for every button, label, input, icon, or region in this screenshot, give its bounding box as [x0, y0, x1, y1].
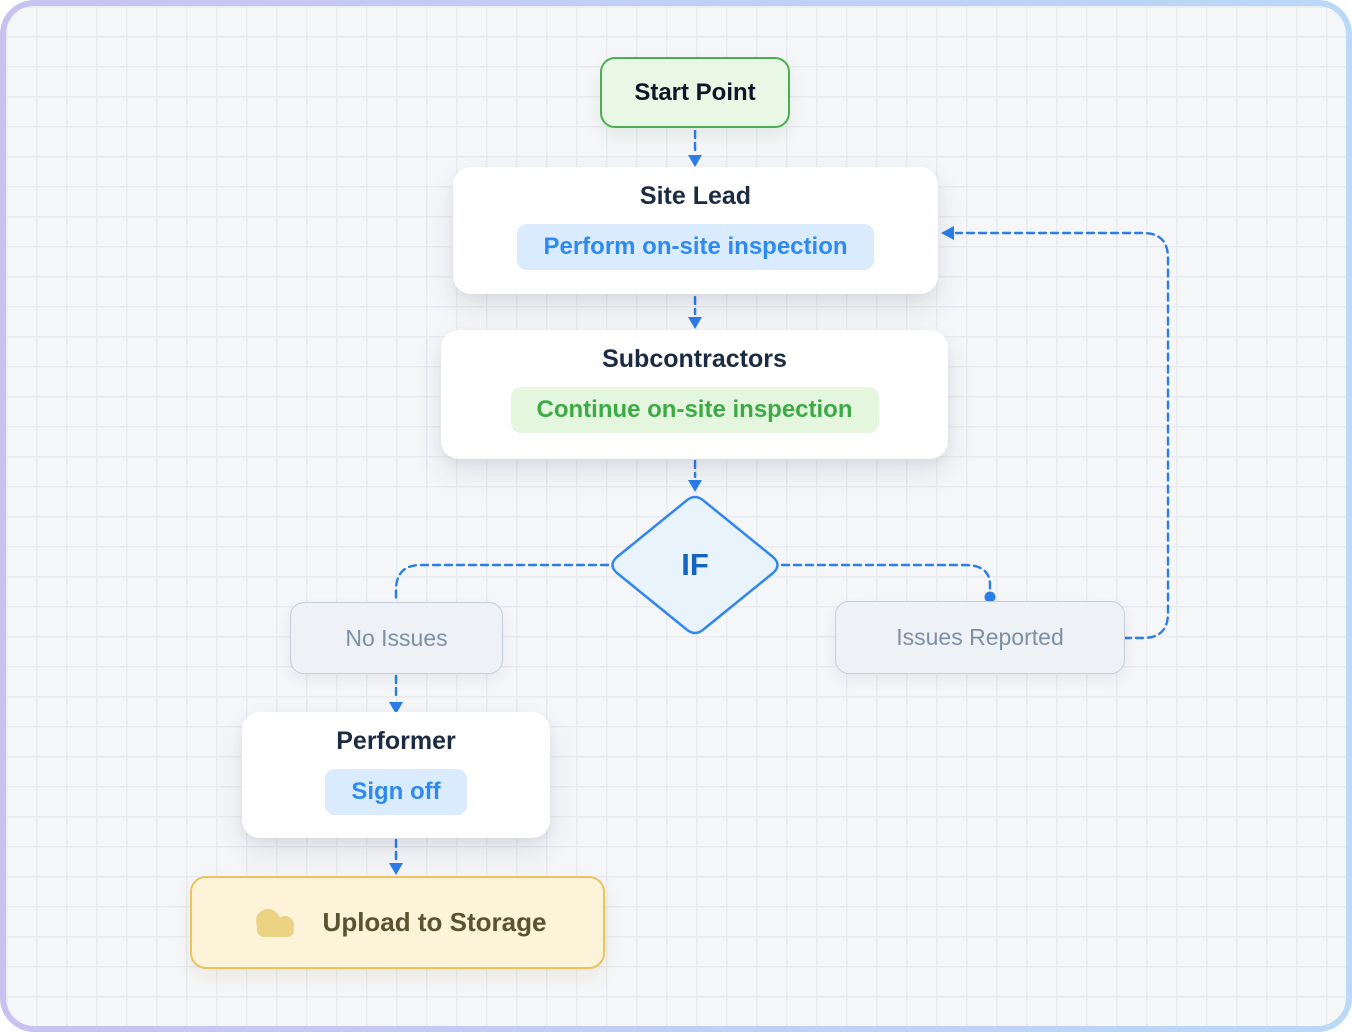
performer-action-pill: Sign off [325, 769, 467, 815]
branch-no-issues[interactable]: No Issues [290, 602, 503, 674]
site-lead-node[interactable]: Site Lead Perform on-site inspection [453, 167, 938, 294]
site-lead-action-pill: Perform on-site inspection [517, 224, 874, 270]
decision-diamond-label: IF [681, 547, 709, 582]
site-lead-title: Site Lead [639, 182, 752, 210]
subcontractors-title: Subcontractors [602, 345, 787, 373]
upload-storage-node[interactable]: Upload to Storage [190, 876, 605, 969]
performer-title: Performer [336, 727, 456, 755]
branch-issues-reported[interactable]: Issues Reported [835, 601, 1125, 674]
subcontractors-action-pill: Continue on-site inspection [510, 387, 879, 433]
start-node[interactable]: Start Point [600, 57, 790, 128]
subcontractors-node[interactable]: Subcontractors Continue on-site inspecti… [441, 330, 948, 459]
performer-node[interactable]: Performer Sign off [242, 712, 550, 838]
cloud-icon [249, 903, 305, 943]
upload-storage-label: Upload to Storage [322, 907, 547, 937]
